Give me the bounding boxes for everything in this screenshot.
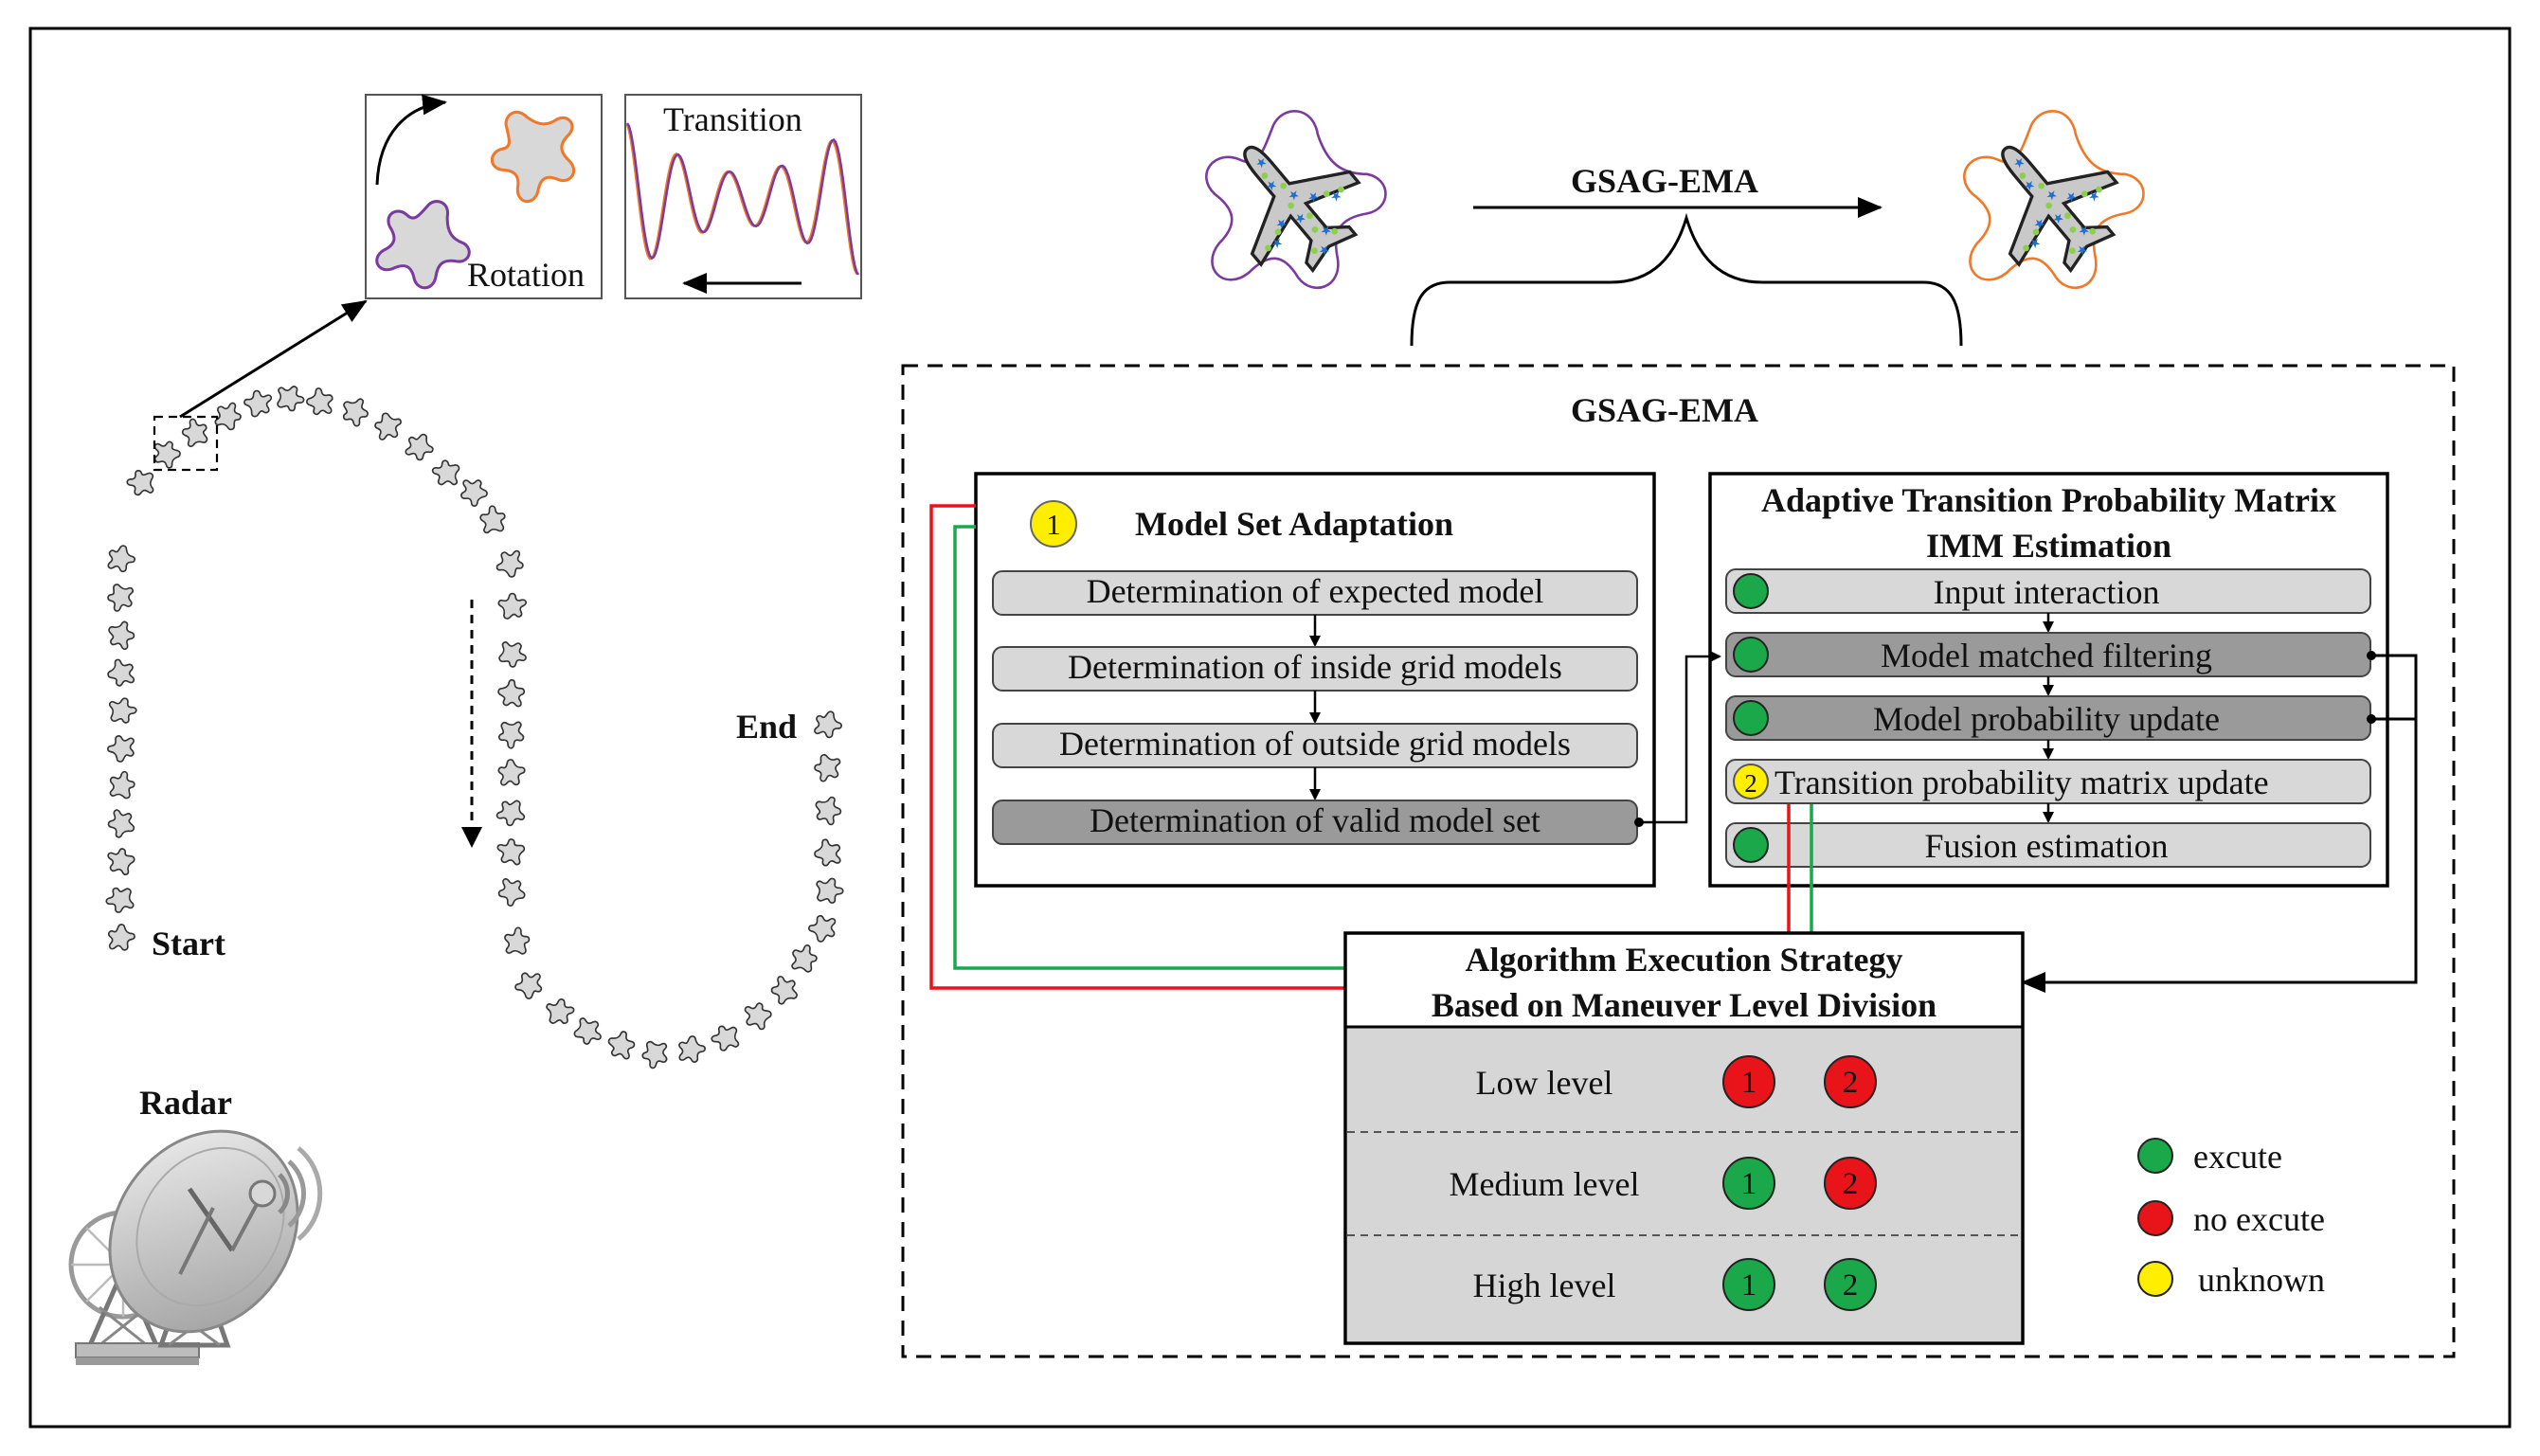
grid-point [2089, 227, 2097, 235]
atpm-step-3: Model probability update [1873, 700, 2220, 738]
badge-2-yellow [1733, 764, 1769, 800]
legend-dot [2137, 1138, 2173, 1174]
badge-1-yellow [1030, 500, 1077, 548]
execute-dot [1733, 827, 1769, 863]
grid-point [2064, 212, 2071, 220]
grid-point [2069, 247, 2076, 255]
msa-step-3: Determination of outside grid models [1059, 725, 1571, 763]
grid-point [2032, 228, 2040, 236]
grid-point [2081, 190, 2088, 198]
grid-point [1274, 228, 1282, 236]
grid-point [1311, 225, 1319, 233]
selection-box [153, 415, 219, 472]
airplane-icon: ★★★★★★★★★★ [1205, 110, 1387, 289]
strategy-title-line1: Algorithm Execution Strategy [1465, 941, 1903, 979]
legend-dot [2137, 1200, 2173, 1236]
medium-badge-1: 1 [1740, 1167, 1757, 1201]
transition-label: Transition [663, 100, 802, 138]
legend-execute-label: excute [2193, 1138, 2282, 1176]
rotation-arrow [375, 94, 447, 186]
grid-point [1338, 186, 1344, 193]
legend-no-execute-label: no excute [2193, 1200, 2325, 1238]
waveform-icon [625, 122, 860, 276]
end-label: End [736, 708, 798, 746]
target-shape-icon [375, 200, 471, 290]
msa-step-4: Determination of valid model set [1090, 801, 1540, 839]
high-badge-2: 2 [1842, 1268, 1859, 1303]
atpm-step-box [1725, 822, 2371, 868]
low-badge-1: 1 [1740, 1066, 1757, 1100]
atpm-step-5: Fusion estimation [1924, 827, 2169, 865]
feedback-connector [2021, 654, 2418, 993]
top-arrow-label: GSAG-EMA [1571, 162, 1758, 200]
grid-point [2069, 225, 2077, 233]
radar-dish-icon [68, 1129, 323, 1365]
atpm-step-1: Input interaction [1933, 573, 2160, 611]
execute-dot [1733, 573, 1769, 609]
grid-point [2019, 172, 2027, 179]
model-set-title: Model Set Adaptation [1135, 505, 1454, 543]
atpm-title-line1: Adaptive Transition Probability Matrix [1760, 481, 2337, 519]
grid-point [2038, 182, 2045, 189]
medium-badge-2: 2 [1842, 1167, 1859, 1201]
grid-point [1323, 190, 1330, 198]
msa-step-1: Determination of expected model [1086, 572, 1544, 610]
waveform-line [625, 123, 859, 275]
green-connector-left [953, 525, 1345, 970]
legend-unknown-label: unknown [2198, 1261, 2325, 1299]
grid-point [1331, 227, 1339, 235]
outer-frame [28, 27, 2512, 1429]
level-medium: Medium level [1449, 1165, 1640, 1203]
grid-point [1261, 172, 1269, 179]
grid-point [1280, 182, 1288, 189]
high-badge-1: 1 [1740, 1268, 1757, 1303]
atpm-step-2: Model matched filtering [1881, 637, 2212, 674]
grid-point [1306, 212, 1313, 220]
status-badge [1824, 1055, 1877, 1108]
strategy-table-bg [1347, 1027, 2021, 1341]
radar-label: Radar [139, 1084, 232, 1122]
execute-dot [1733, 700, 1769, 736]
framework-box [901, 364, 2456, 1358]
msa-step-2: Determination of inside grid models [1068, 648, 1562, 686]
status-badge [1722, 1055, 1775, 1108]
execute-dot [1733, 637, 1769, 673]
badge-2-label: 2 [1744, 769, 1757, 798]
low-badge-2: 2 [1842, 1066, 1859, 1100]
red-connector-left [929, 504, 1345, 990]
grid-point [1311, 247, 1318, 255]
zoom-arrow [179, 299, 368, 419]
framework-title: GSAG-EMA [1571, 391, 1758, 429]
grid-point [1288, 202, 1294, 209]
atpm-step-4: Transition probability matrix update [1774, 764, 2269, 801]
grid-point [2096, 186, 2102, 193]
grid-point [2045, 202, 2052, 209]
airplane-body [2001, 145, 2119, 274]
rotation-label: Rotation [467, 256, 585, 294]
waveform-line [625, 122, 860, 276]
brace [1410, 212, 1963, 347]
direction-arrow-head [461, 827, 482, 848]
airplane-body [1243, 145, 1361, 274]
level-low: Low level [1475, 1064, 1613, 1102]
msa-to-atpm-connector [1639, 651, 1721, 824]
level-high: High level [1472, 1267, 1616, 1304]
target-shape-icon [490, 110, 576, 204]
legend-dot [2137, 1261, 2173, 1297]
strategy-title-line2: Based on Maneuver Level Division [1431, 986, 1937, 1024]
atpm-title-line2: IMM Estimation [1926, 527, 2171, 565]
status-badge [1824, 1157, 1877, 1210]
grid-point [1265, 244, 1271, 252]
start-label: Start [152, 925, 225, 962]
badge-1-label: 1 [1046, 508, 1061, 541]
airplane-icon: ★★★★★★★★★★ [1963, 110, 2145, 289]
status-badge [1824, 1258, 1877, 1311]
status-badge [1722, 1157, 1775, 1210]
status-badge [1722, 1258, 1775, 1311]
grid-point [2023, 244, 2029, 252]
